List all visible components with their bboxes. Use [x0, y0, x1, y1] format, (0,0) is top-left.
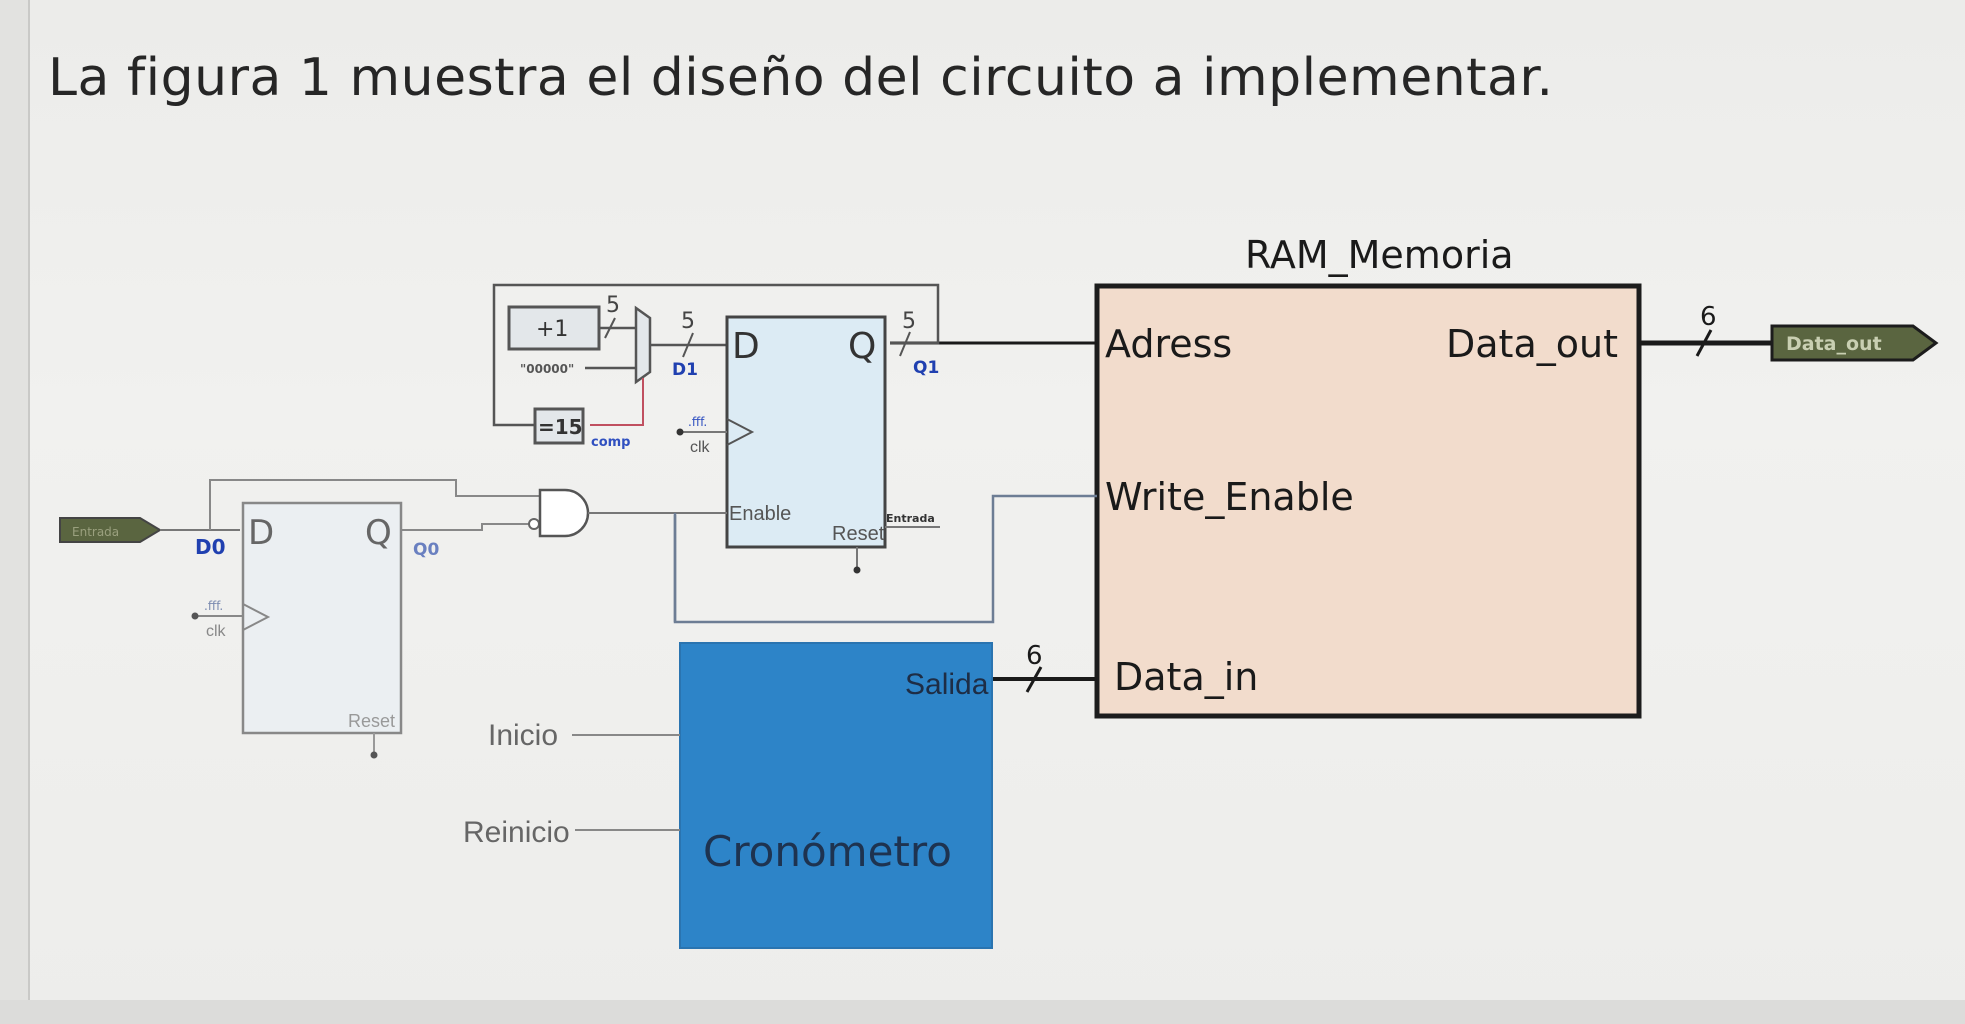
adder-label: +1	[536, 317, 568, 342]
bus-width-data-out: 6	[1700, 302, 1717, 332]
ram-port-write-enable: Write_Enable	[1105, 475, 1354, 519]
ff1-q-label: Q	[848, 326, 876, 367]
ff1-reset-label: Reset	[832, 523, 885, 545]
bus-width-q1: 5	[902, 309, 916, 334]
output-pin-label: Data_out	[1786, 333, 1882, 355]
entrada-label: Entrada	[886, 512, 935, 525]
bottom-edge	[0, 1000, 1965, 1024]
net-label-q0: Q0	[413, 540, 439, 560]
comp-label: comp	[591, 435, 631, 450]
cronometro-input-start: Inicio	[488, 719, 558, 752]
ff1-d-label: D	[732, 326, 760, 367]
ff0-clk-label: clk	[206, 623, 227, 640]
ram-block[interactable]	[1094, 283, 1642, 719]
clk-dot-ff0	[191, 612, 199, 620]
mux-block[interactable]	[634, 305, 652, 385]
cronometro-title: Cronómetro	[703, 827, 952, 876]
bus-slash-d1	[682, 332, 694, 358]
comparator-label: =15	[538, 415, 583, 439]
ff0-reset-dot	[370, 751, 378, 759]
ff0-d-label: D	[248, 513, 274, 553]
output-pin-data-out[interactable]: Data_out	[1770, 324, 1939, 362]
clk-dot-ff1	[676, 428, 684, 436]
comparator-block[interactable]	[533, 407, 585, 445]
bus-width-data-in: 6	[1026, 641, 1043, 671]
bus-width-adder: 5	[606, 293, 620, 318]
ram-port-address: Adress	[1105, 322, 1232, 366]
bus-width-d1: 5	[681, 309, 695, 334]
bus-slash-data-out	[1695, 329, 1713, 357]
ff1-enable-label: Enable	[729, 503, 791, 525]
const-zero-label: "00000"	[520, 362, 574, 376]
window-edge	[0, 0, 30, 1024]
bus-slash-data-in	[1025, 666, 1043, 693]
and-input-bubble	[528, 518, 540, 530]
ff0-reset-label: Reset	[348, 711, 395, 731]
ram-port-data-out: Data_out	[1446, 322, 1618, 366]
wire-comp-select	[590, 378, 644, 426]
ff1-clk-sig: .fff.	[688, 415, 707, 429]
wire-entrada-to-and	[209, 479, 540, 530]
cronometro-block[interactable]	[679, 642, 993, 949]
wire-q0-to-and	[401, 523, 530, 531]
ff0-q-label: Q	[365, 513, 392, 553]
ff0-clk-triangle	[242, 603, 271, 631]
cronometro-output-label: Salida	[905, 668, 989, 701]
cronometro-input-reset: Reinicio	[463, 816, 570, 849]
page-heading: La figura 1 muestra el diseño del circui…	[48, 48, 1554, 108]
flip-flop-0[interactable]	[241, 501, 403, 735]
wire-feedback-loop	[492, 283, 940, 427]
input-pin-entrada[interactable]: Entrada	[59, 517, 162, 543]
ram-port-data-in: Data_in	[1114, 655, 1258, 699]
ff1-clk-label: clk	[690, 439, 711, 456]
input-pin-label: Entrada	[72, 525, 119, 539]
net-label-d1: D1	[672, 360, 698, 380]
bus-slash-q1	[899, 331, 911, 357]
ram-title: RAM_Memoria	[1245, 233, 1514, 277]
ff0-clk-sig: .fff.	[204, 599, 223, 613]
and-gate[interactable]	[538, 488, 590, 538]
ff1-reset-dot	[853, 566, 861, 574]
net-label-q1: Q1	[913, 358, 939, 378]
net-label-d0: D0	[195, 535, 226, 559]
ff1-clk-triangle	[726, 418, 755, 446]
